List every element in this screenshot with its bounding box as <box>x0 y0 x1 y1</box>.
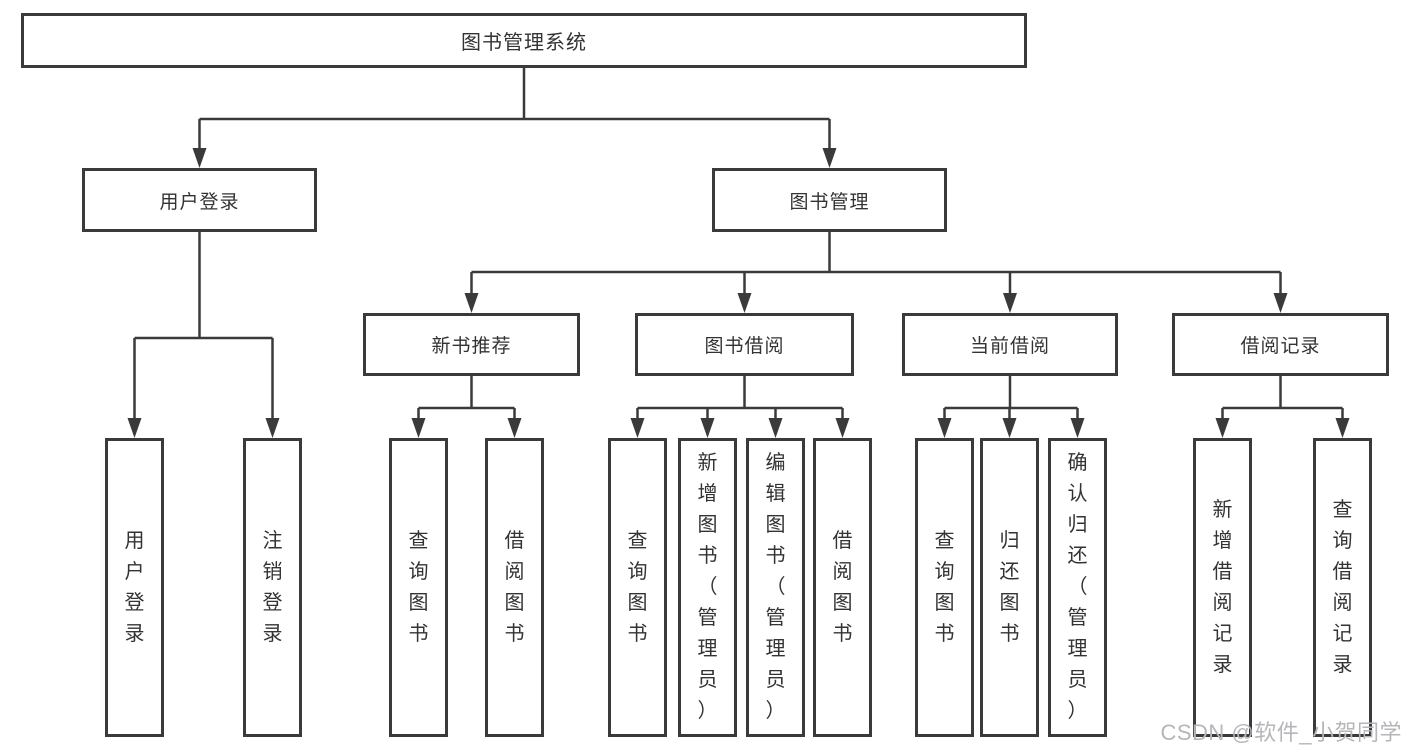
leaf-bb-edit-book: 编辑图书（管理员） <box>746 438 805 737</box>
node-label: 确认归还（管理员） <box>1067 452 1088 722</box>
edge-currentborrow-to-leaves <box>943 376 1079 424</box>
arrow-down-icon <box>127 418 142 438</box>
leaf-rec-borrow-book: 借阅图书 <box>485 438 544 737</box>
leaf-cb-query-book: 查询图书 <box>915 438 974 737</box>
arrow-down-icon <box>265 418 280 438</box>
node-new-book-rec: 新书推荐 <box>363 313 580 376</box>
arrow-down-icon <box>1002 418 1017 438</box>
watermark-text: CSDN @软件_小贺同学 <box>1160 720 1402 745</box>
node-current-borrow: 当前借阅 <box>902 313 1118 376</box>
edge-newbookrec-to-leaves <box>417 376 516 424</box>
tree-edges <box>133 68 1344 424</box>
node-label: 用户登录 <box>124 529 145 645</box>
arrowheads <box>127 148 1350 438</box>
arrow-down-icon <box>1273 293 1288 313</box>
node-label: 查询借阅记录 <box>1332 498 1353 676</box>
node-label: 借阅记录 <box>1240 336 1321 357</box>
node-label: 归还图书 <box>999 529 1020 645</box>
arrow-down-icon <box>507 418 522 438</box>
leaf-logout: 注销登录 <box>243 438 302 737</box>
node-borrow-record: 借阅记录 <box>1172 313 1389 376</box>
arrow-down-icon <box>411 418 426 438</box>
node-book-mgmt-group: 图书管理 <box>712 168 947 232</box>
node-label: 图书管理 <box>789 191 870 213</box>
edge-root-to-level2 <box>198 68 831 152</box>
node-root: 图书管理系统 <box>21 13 1027 68</box>
arrow-down-icon <box>768 418 783 438</box>
leaf-cb-return-book: 归还图书 <box>980 438 1039 737</box>
arrow-down-icon <box>737 293 752 313</box>
node-label: 图书借阅 <box>704 336 785 357</box>
node-label: 新增图书（管理员） <box>697 452 718 722</box>
node-label: 当前借阅 <box>969 336 1050 357</box>
node-label: 借阅图书 <box>504 529 525 645</box>
node-label: 新书推荐 <box>431 336 512 357</box>
arrow-down-icon <box>464 293 479 313</box>
arrow-down-icon <box>630 418 645 438</box>
arrow-down-icon <box>1335 418 1350 438</box>
node-label: 注销登录 <box>262 529 283 645</box>
node-book-borrow: 图书借阅 <box>635 313 854 376</box>
arrow-down-icon <box>937 418 952 438</box>
leaf-rec-query-book: 查询图书 <box>389 438 448 737</box>
arrow-down-icon <box>1070 418 1085 438</box>
node-label: 用户登录 <box>159 191 240 213</box>
node-label: 查询图书 <box>627 529 648 645</box>
arrow-down-icon <box>835 418 850 438</box>
leaf-br-query-record: 查询借阅记录 <box>1313 438 1372 737</box>
leaf-bb-add-book: 新增图书（管理员） <box>678 438 737 737</box>
leaf-cb-confirm-return: 确认归还（管理员） <box>1048 438 1107 737</box>
node-label: 查询图书 <box>408 529 429 645</box>
node-label: 新增借阅记录 <box>1212 498 1233 676</box>
node-label: 查询图书 <box>934 529 955 645</box>
leaf-bb-query-book: 查询图书 <box>608 438 667 737</box>
node-label: 编辑图书（管理员） <box>765 452 786 722</box>
arrow-down-icon <box>1003 293 1017 313</box>
arrow-down-icon <box>1215 418 1230 438</box>
leaf-user-login: 用户登录 <box>105 438 164 737</box>
leaf-br-add-record: 新增借阅记录 <box>1193 438 1252 737</box>
arrow-down-icon <box>700 418 715 438</box>
edge-borrowrecord-to-leaves <box>1221 376 1344 424</box>
node-label: 图书管理系统 <box>461 32 587 54</box>
edge-bookmgmt-to-level3 <box>470 232 1282 297</box>
node-user-login-group: 用户登录 <box>82 168 317 232</box>
edge-bookborrow-to-leaves <box>636 376 844 424</box>
edge-userlogin-to-leaves <box>133 232 274 424</box>
node-label: 借阅图书 <box>832 529 853 645</box>
arrow-down-icon <box>822 148 837 168</box>
arrow-down-icon <box>192 148 207 168</box>
leaf-bb-borrow-book: 借阅图书 <box>813 438 872 737</box>
